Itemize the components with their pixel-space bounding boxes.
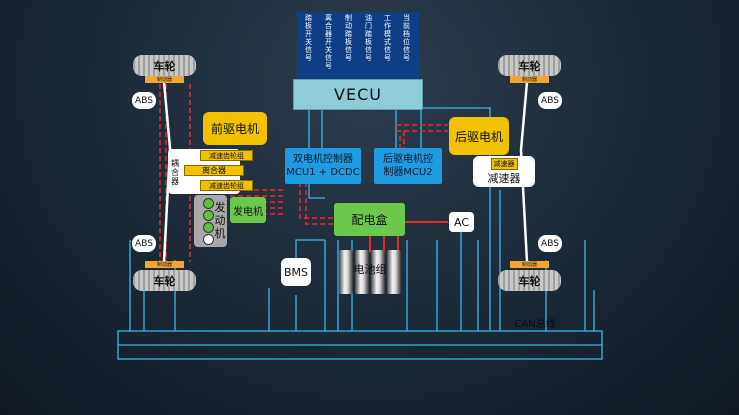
- coupler-label: 耦合器: [171, 158, 179, 186]
- signal-label: 油门踏板信号: [365, 14, 372, 62]
- abs-rear-right: ABS: [538, 235, 562, 252]
- cylinder-icon: [203, 234, 214, 245]
- dc-bus-lines: [369, 221, 448, 252]
- can-bus-lines: [117, 78, 603, 360]
- wheel-front-right: 车轮: [498, 55, 561, 76]
- cylinder-icon: [203, 210, 214, 221]
- rear-reducer-gear: 减速器: [490, 157, 518, 170]
- wheel-rear-right: 车轮: [498, 270, 561, 291]
- axles: [162, 81, 529, 263]
- battery-cell: [339, 250, 353, 294]
- battery-cell: [387, 250, 401, 294]
- signal-label: 当前档位信号: [403, 14, 410, 62]
- cylinder-icon: [203, 198, 214, 209]
- rear-motor: 后驱电机: [449, 117, 509, 155]
- abs-front-right: ABS: [538, 92, 562, 109]
- controller-title: 后驱电机控: [383, 154, 433, 165]
- signal-label: 工作模式信号: [384, 14, 391, 62]
- rear-reducer: 减速器 减速器: [473, 156, 535, 187]
- engine-label: 发动机: [214, 200, 226, 240]
- battery-cell: [355, 250, 369, 294]
- controller-subtitle: 制器MCU2: [383, 167, 433, 178]
- front-motor: 前驱电机: [203, 112, 267, 145]
- wheel-rear-left: 车轮: [133, 270, 196, 291]
- controller-title: 双电机控制器: [293, 154, 353, 165]
- signal-label: 踏板开关信号: [305, 14, 312, 62]
- wheel-front-left: 车轮: [133, 55, 196, 76]
- brake-rear-left: 制动器: [145, 261, 184, 268]
- brake-front-left: 制动器: [145, 76, 184, 83]
- dual-motor-controller: 双电机控制器 MCU1 + DCDC: [285, 148, 361, 184]
- gear-set-bottom: 减速齿轮组: [200, 180, 253, 191]
- brake-front-right: 制动器: [510, 76, 549, 83]
- rear-motor-controller: 后驱电机控 制器MCU2: [374, 148, 442, 184]
- vecu-box: VECU: [293, 79, 423, 110]
- controller-subtitle: MCU1 + DCDC: [286, 167, 360, 178]
- signal-label: 离合器开关信号: [325, 14, 332, 70]
- abs-front-left: ABS: [132, 92, 156, 109]
- cylinder-icon: [203, 222, 214, 233]
- signal-panel: [297, 12, 419, 80]
- ac-box: AC: [449, 212, 474, 232]
- signal-label: 制动踏板信号: [345, 14, 352, 62]
- abs-rear-left: ABS: [132, 235, 156, 252]
- rear-reducer-label: 减速器: [487, 171, 521, 185]
- brake-rear-right: 制动器: [510, 261, 549, 268]
- battery-cell: [371, 250, 385, 294]
- power-distribution-box: 配电盒: [334, 203, 405, 236]
- clutch: 离合器: [184, 165, 244, 176]
- generator: 发电机: [230, 197, 266, 223]
- can-bus-label: CAN总线: [514, 318, 556, 330]
- gear-set-top: 减速齿轮组: [200, 150, 253, 161]
- bms-box: BMS: [281, 258, 311, 286]
- battery-label: 电池组: [353, 263, 387, 276]
